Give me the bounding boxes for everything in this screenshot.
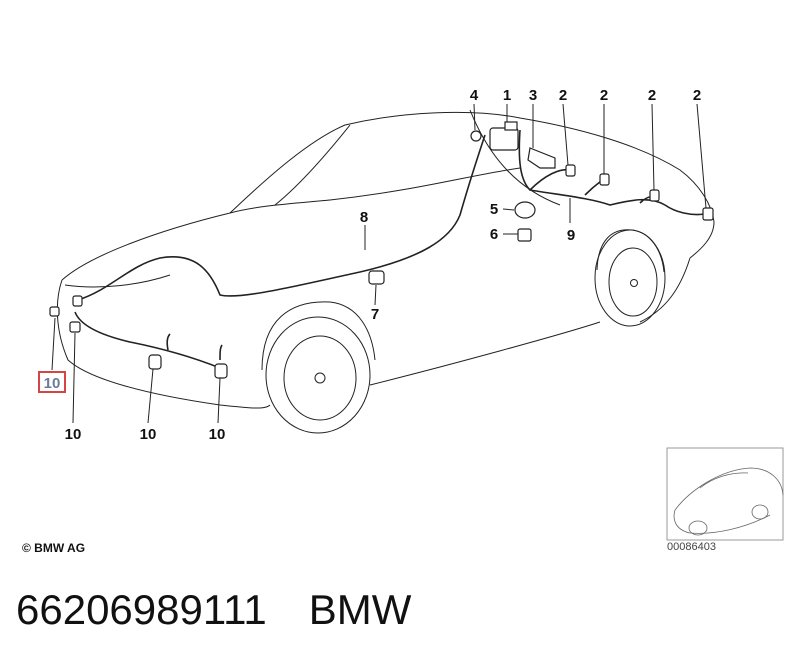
callout-2d: 2 (693, 87, 701, 104)
copyright-notice: © BMW AG (22, 541, 86, 555)
bumper-sensor-c (69, 321, 81, 333)
brand-name: BMW (308, 586, 412, 633)
callout-8: 8 (360, 209, 368, 226)
thumbnail-inset (666, 447, 784, 541)
leader-lines (51, 103, 707, 424)
car-outline (56, 109, 715, 409)
callout-2a: 2 (559, 87, 567, 104)
callout-3: 3 (529, 87, 537, 104)
rear-harness-9 (518, 129, 706, 216)
part-number: 66206989111 (16, 586, 267, 633)
thumbnail-code: 00086403 (667, 541, 716, 553)
bumper-sensor-e (214, 363, 228, 379)
part-6 (517, 228, 532, 242)
callout-5: 5 (490, 201, 498, 218)
highlight-box (38, 371, 66, 393)
control-unit-connector (504, 121, 518, 131)
rear-wheel (594, 229, 666, 327)
sensor-2a (565, 164, 576, 177)
callout-2c: 2 (648, 87, 656, 104)
callout-10-highlighted: 10 (44, 375, 61, 392)
callout-9: 9 (567, 227, 575, 244)
part-number-caption: 66206989111 BMW (16, 586, 411, 634)
bumper-sensor-a (72, 295, 83, 307)
sensor-2c (649, 189, 660, 202)
callout-10b: 10 (140, 426, 157, 443)
front-wheel (261, 301, 376, 434)
callout-2b: 2 (600, 87, 608, 104)
control-unit-1 (489, 127, 519, 151)
front-bumper-harness (74, 311, 223, 369)
callout-labels: 4 1 3 2 2 2 2 8 5 6 9 7 10 10 10 10 (44, 87, 702, 443)
sensor-2d (702, 207, 714, 221)
bumper-sensor-d (148, 354, 162, 370)
callout-6: 6 (490, 226, 498, 243)
callout-10c: 10 (209, 426, 226, 443)
thumbnail-frame (666, 447, 784, 541)
front-harness-8 (77, 134, 486, 301)
callout-4: 4 (470, 87, 479, 104)
bumper-sensor-b (49, 306, 60, 317)
sensor-parts (49, 121, 714, 379)
callout-10a: 10 (65, 426, 82, 443)
bracket-3 (527, 147, 556, 169)
callout-1: 1 (503, 87, 511, 104)
part-5 (514, 201, 536, 219)
part-7 (368, 270, 385, 285)
callout-7: 7 (371, 306, 379, 323)
sensor-2b (599, 173, 610, 186)
part-4 (470, 130, 482, 142)
